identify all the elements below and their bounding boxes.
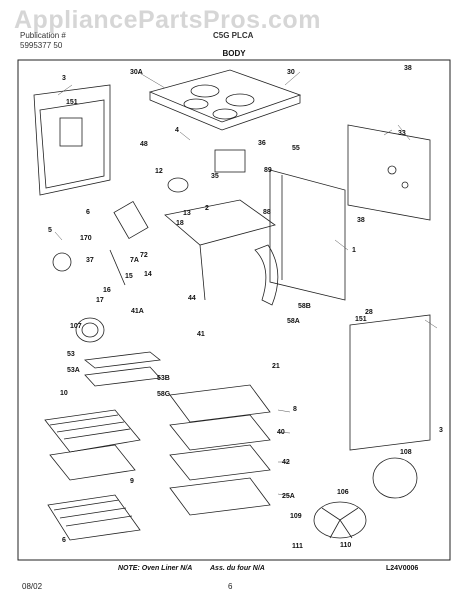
callout-label: 37 — [86, 257, 94, 264]
callout-label: 151 — [66, 99, 78, 106]
callout-label: 8 — [293, 406, 297, 413]
broiler-pan-part — [49, 444, 136, 481]
callout-label: 18 — [176, 220, 184, 227]
callout-label: 33 — [398, 130, 406, 137]
callout-label: 53A — [67, 367, 80, 374]
burner-assembly-part — [52, 200, 149, 286]
oven-door-liner-part — [169, 384, 271, 516]
footer-date: 08/02 — [22, 582, 43, 591]
callout-label: 110 — [340, 542, 351, 549]
callout-label: 3 — [439, 427, 443, 434]
callout-label: 30 — [287, 69, 295, 76]
callout-label: 28 — [365, 309, 373, 316]
callout-label: 111 — [292, 543, 303, 550]
publication-label: Publication # — [20, 31, 66, 40]
publication-number: 5995377 50 — [20, 41, 63, 50]
callout-label: 25A — [282, 493, 295, 500]
vent-grille-part — [84, 351, 161, 387]
oven-rack-part — [44, 409, 141, 541]
callout-label: 5 — [48, 227, 52, 234]
callout-label: 17 — [96, 297, 104, 304]
callout-label: 30A — [130, 69, 143, 76]
watermark-text: AppliancePartsPros.com — [14, 6, 321, 34]
callout-label: 89 — [264, 167, 272, 174]
callout-label: 41 — [197, 331, 205, 338]
cooktop-top-part — [148, 69, 302, 131]
callout-label: 7A — [130, 257, 139, 264]
callout-label: 12 — [155, 168, 163, 175]
callout-label: 58B — [298, 303, 311, 310]
callout-label: 58A — [287, 318, 300, 325]
drawing-code: L24V0006 — [386, 565, 419, 572]
ass-four-note: Ass. du four N/A — [210, 565, 265, 572]
leader-lines — [54, 71, 438, 497]
callout-label: 42 — [282, 459, 290, 466]
callout-label: 107 — [70, 323, 82, 330]
callout-label: 58G — [157, 391, 171, 398]
callout-label: 36 — [258, 140, 266, 147]
callout-label: 38 — [404, 65, 412, 72]
callout-label: 48 — [140, 141, 148, 148]
diagram-title: BODY — [222, 49, 246, 58]
callout-label: 3 — [62, 75, 66, 82]
callout-label: 170 — [80, 235, 92, 242]
callout-label: 38 — [357, 217, 365, 224]
callout-label: 2 — [205, 205, 209, 212]
left-side-panel-part — [33, 84, 111, 196]
model-number: C5G PLCA — [213, 31, 254, 40]
callout-label: 109 — [290, 513, 302, 520]
callout-label: 106 — [337, 489, 349, 496]
callout-label: 6 — [62, 537, 66, 544]
oven-liner-note: NOTE: Oven Liner N/A — [118, 565, 193, 572]
callout-label: 10 — [60, 390, 68, 397]
callout-label: 40 — [277, 429, 285, 436]
footer-page: 6 — [228, 582, 233, 591]
callout-label: 16 — [103, 287, 111, 294]
callout-label: 41A — [131, 308, 144, 315]
rear-panel-part — [347, 124, 431, 221]
callout-label: 53 — [67, 351, 75, 358]
callout-label: 72 — [140, 252, 148, 259]
gas-tube-part — [254, 244, 279, 306]
diagram-frame — [17, 59, 451, 561]
callout-label: 44 — [188, 295, 196, 302]
callout-label: 14 — [144, 271, 152, 278]
callout-label: 88 — [263, 209, 271, 216]
callout-label: 4 — [175, 127, 179, 134]
callout-label: 53B — [157, 375, 170, 382]
callout-label: 151 — [355, 316, 367, 323]
callout-label: 35 — [211, 173, 219, 180]
vent-fan-part — [75, 317, 105, 343]
callout-label: 108 — [400, 449, 412, 456]
callout-label: 15 — [125, 273, 133, 280]
convection-fan-motor-part — [313, 457, 418, 539]
manifold-center-part — [164, 149, 276, 301]
callout-label: 1 — [352, 247, 356, 254]
callout-label: 55 — [292, 145, 300, 152]
callout-label: 21 — [272, 363, 280, 370]
callout-label: 13 — [183, 210, 191, 217]
right-side-panel-part — [349, 314, 431, 451]
main-back-frame-part — [269, 169, 346, 301]
callout-label: 9 — [130, 478, 134, 485]
callout-label: 6 — [86, 209, 90, 216]
